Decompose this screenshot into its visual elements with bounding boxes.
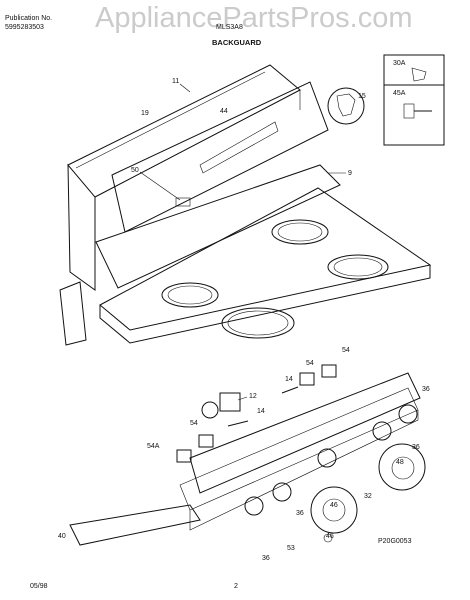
switch-54-a	[299, 372, 315, 386]
legend-45a: 45A	[393, 90, 406, 97]
trim-strip	[95, 164, 341, 289]
clip-icon	[336, 93, 356, 117]
publication-number: 5995283503	[5, 24, 44, 31]
callout-54-b: 54	[342, 347, 350, 354]
knobs	[244, 404, 418, 516]
cooktop	[99, 187, 432, 344]
bracket-icon	[411, 67, 427, 82]
legend-box: 30A 45A	[383, 54, 445, 146]
detail-circle-48	[378, 443, 426, 491]
callout-46-a: 46	[330, 502, 338, 509]
callout-12: 12	[249, 393, 257, 400]
callout-19: 19	[141, 110, 149, 117]
switch-54a	[176, 449, 192, 463]
screw-14-b	[227, 420, 249, 427]
switch-54-c	[198, 434, 214, 448]
section-title: BACKGUARD	[212, 38, 262, 47]
callout-46-b: 46	[326, 533, 334, 540]
control-panel	[69, 372, 421, 546]
legend-30a: 30A	[393, 60, 406, 67]
callout-36-b: 36	[412, 444, 420, 451]
callout-15: 15	[358, 93, 366, 100]
detail-circle-15	[327, 87, 365, 125]
callout-36-c: 36	[296, 510, 304, 517]
burner-front-left	[161, 282, 219, 308]
model-number: MLS3A8	[216, 24, 243, 31]
publication-label: Publication No.	[5, 15, 53, 22]
screw-14-a	[281, 386, 299, 394]
callout-14-b: 14	[257, 408, 265, 415]
timer-dial	[201, 401, 219, 419]
backguard-panel	[59, 64, 301, 346]
callout-11: 11	[172, 78, 179, 85]
footer-page: 2	[234, 583, 238, 590]
callout-9: 9	[348, 170, 352, 177]
callout-50: 50	[131, 167, 139, 174]
footer-date: 05/98	[30, 583, 48, 590]
burner-rear-left	[271, 219, 329, 245]
callout-32: 32	[364, 493, 372, 500]
callout-54a: 54A	[147, 443, 160, 450]
glass-panel	[111, 81, 329, 233]
callout-54-c: 54	[190, 420, 198, 427]
callout-48: 48	[396, 459, 404, 466]
clip-50	[175, 197, 191, 207]
callout-44: 44	[220, 108, 228, 115]
callout-36-d: 36	[262, 555, 270, 562]
callout-53: 53	[287, 545, 295, 552]
bolt-head-icon	[403, 103, 415, 119]
callout-54-a: 54	[306, 360, 314, 367]
watermark: AppliancePartsPros.com	[95, 2, 413, 34]
callout-36-a: 36	[422, 386, 430, 393]
drawing-id: P20G0053	[378, 538, 412, 545]
callout-14-a: 14	[285, 376, 293, 383]
callout-40: 40	[58, 533, 66, 540]
switch-54-b	[321, 364, 337, 378]
burner-rear-right	[327, 254, 389, 280]
detail-circle-46-a	[310, 486, 358, 534]
burner-front-right	[221, 307, 295, 339]
